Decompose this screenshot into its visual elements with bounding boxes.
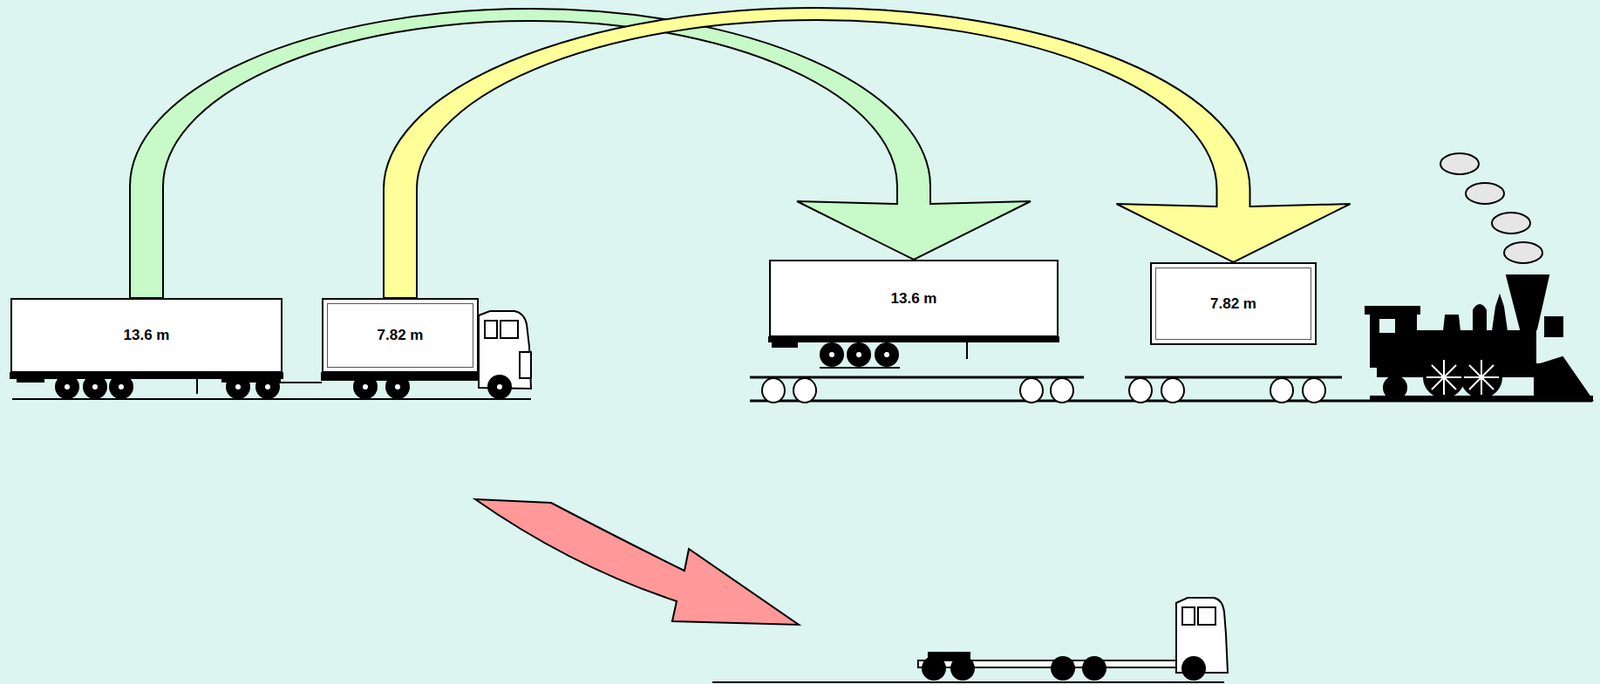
empty-tractor xyxy=(712,598,1228,683)
hub xyxy=(829,352,835,358)
steam-puff xyxy=(1491,212,1531,234)
cab-window xyxy=(484,320,498,339)
return-arrow xyxy=(475,499,799,626)
rail-wheel xyxy=(1020,378,1043,403)
flatcar-deck xyxy=(1124,376,1342,380)
truck-chassis xyxy=(321,373,502,381)
smokestack xyxy=(1506,275,1549,330)
trailer-box: 13.6 m xyxy=(10,298,283,374)
length-label: 13.6 m xyxy=(891,290,938,308)
hub xyxy=(362,384,368,390)
trailing-wheel xyxy=(1383,376,1407,400)
driving-wheel xyxy=(1461,357,1502,398)
wheels xyxy=(55,375,511,399)
whistle xyxy=(1492,296,1507,332)
tractor-wheels xyxy=(922,657,1206,681)
wheel xyxy=(109,375,133,399)
spokes xyxy=(1426,360,1462,395)
hub xyxy=(497,384,503,390)
hub xyxy=(265,384,271,390)
hub xyxy=(856,352,862,358)
rail-wheel xyxy=(1270,378,1294,403)
wheel xyxy=(386,375,409,399)
length-label: 7.82 m xyxy=(377,326,424,345)
locomotive xyxy=(1365,275,1593,402)
drawbar xyxy=(279,381,322,384)
leading-wheel xyxy=(1538,380,1559,400)
wheel xyxy=(83,375,107,399)
wheel xyxy=(488,375,511,399)
length-label: 13.6 m xyxy=(123,326,171,345)
wheel-hubs xyxy=(64,384,503,390)
container-box: 7.82 m xyxy=(1150,262,1317,346)
cab-window xyxy=(1379,319,1396,334)
cab-window xyxy=(1182,607,1195,626)
wheel xyxy=(256,375,280,399)
trailer-bumper xyxy=(17,376,44,382)
rail-wheel xyxy=(1050,378,1074,403)
steam-puff xyxy=(1440,153,1479,175)
wheel xyxy=(1051,657,1075,681)
trailer-box: 13.6 m xyxy=(769,259,1059,338)
sand-dome xyxy=(1473,305,1486,332)
rail-wheel xyxy=(1161,378,1185,403)
rail-wheels xyxy=(762,378,1326,403)
wheel xyxy=(55,375,79,399)
cab-window xyxy=(1198,607,1216,626)
wheel xyxy=(820,343,844,367)
landing-leg xyxy=(196,373,198,395)
arrow-band xyxy=(383,7,1351,299)
transfer-arrow xyxy=(383,7,1351,299)
wheel xyxy=(951,657,974,681)
rail-train xyxy=(749,153,1593,403)
semitrailer-wheels xyxy=(820,343,899,367)
spokes xyxy=(1463,360,1499,395)
axle-line xyxy=(819,367,900,369)
wheel xyxy=(226,375,250,399)
hub xyxy=(118,384,124,390)
transfer-arrow xyxy=(129,8,1031,299)
rail-wheel xyxy=(762,378,785,403)
wheel-spokes xyxy=(1426,360,1499,395)
steam-puff xyxy=(1504,242,1543,264)
arrow-band xyxy=(129,8,1031,299)
wheel-hubs xyxy=(829,352,890,358)
hub xyxy=(92,384,98,390)
steam-puffs xyxy=(1440,153,1543,264)
rail-wheel xyxy=(1129,378,1152,403)
rail-wheel xyxy=(1302,378,1326,403)
semitrailer-underframe xyxy=(769,337,1059,342)
wheel xyxy=(847,343,871,367)
wheel xyxy=(922,657,946,681)
steam-dome xyxy=(1443,315,1460,332)
steam-puff xyxy=(1465,183,1505,205)
wheel xyxy=(1182,657,1206,681)
road-line xyxy=(12,398,532,401)
wheel xyxy=(354,375,377,399)
headlamp xyxy=(1545,317,1563,337)
length-label: 7.82 m xyxy=(1210,295,1257,314)
landing-leg xyxy=(966,337,968,360)
road-line xyxy=(712,681,1225,684)
wheel xyxy=(875,343,899,367)
driving-wheel xyxy=(1423,357,1464,398)
hub xyxy=(884,352,890,358)
container-box: 7.82 m xyxy=(321,298,479,374)
hub xyxy=(64,384,70,390)
loco-cab xyxy=(1370,311,1417,368)
cab-window xyxy=(500,320,518,339)
hub xyxy=(394,384,401,390)
semitrailer-bumper xyxy=(772,341,797,348)
rail-wheel xyxy=(793,378,817,403)
cab-grille xyxy=(519,352,532,379)
wheel xyxy=(1082,657,1106,681)
cowcatcher xyxy=(1534,357,1593,401)
hub xyxy=(235,384,241,390)
